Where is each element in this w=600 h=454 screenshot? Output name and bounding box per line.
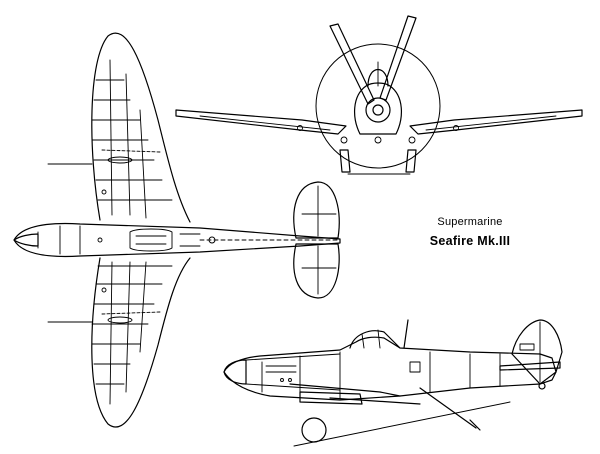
side-undercarriage-leg — [419, 387, 477, 429]
side-fuselage — [223, 336, 557, 401]
front-prop-blade-left — [329, 23, 375, 105]
plan-upper-wing — [91, 32, 191, 223]
side-wing-root — [289, 383, 401, 397]
plan-lower-wing-panels — [47, 261, 173, 405]
plan-tailplane-upper — [293, 181, 340, 239]
side-fin — [511, 319, 563, 385]
side-spinner — [223, 359, 247, 385]
side-view — [223, 319, 563, 447]
plan-tailplane-lower — [293, 243, 340, 299]
caption-model: Seafire Mk.III — [429, 234, 511, 248]
plan-fuselage-details — [37, 225, 341, 255]
plan-lower-wing — [91, 257, 191, 428]
front-spinner-hub — [372, 104, 384, 116]
side-radio-mast — [403, 319, 409, 349]
side-ground-line — [293, 401, 511, 447]
side-canopy-frames — [361, 329, 381, 349]
front-propeller-disc — [315, 43, 441, 169]
drawing-caption: Supermarine Seafire Mk.III — [410, 216, 530, 248]
plan-tailplane-details — [301, 185, 337, 295]
caption-manufacturer: Supermarine — [437, 216, 503, 228]
front-view — [175, 15, 583, 175]
side-arrestor-hook — [469, 419, 481, 431]
front-wing-right — [409, 109, 583, 135]
side-tailplane — [499, 361, 561, 371]
side-canopy — [349, 330, 401, 349]
plan-upper-wing-panels — [47, 59, 173, 219]
front-radiator-right — [405, 149, 417, 173]
front-prop-blade-right — [379, 15, 417, 101]
side-panel-lines — [245, 343, 535, 399]
side-tail-wheel — [538, 382, 546, 390]
plan-fuselage — [13, 222, 341, 258]
front-spinner — [365, 97, 391, 123]
front-radiator-left — [339, 149, 351, 173]
side-main-wheel — [301, 417, 327, 443]
front-wing-details — [199, 115, 557, 144]
front-wing-left — [175, 109, 347, 135]
front-fuselage — [354, 82, 402, 135]
plan-view — [13, 32, 341, 428]
side-cannon — [329, 397, 421, 405]
